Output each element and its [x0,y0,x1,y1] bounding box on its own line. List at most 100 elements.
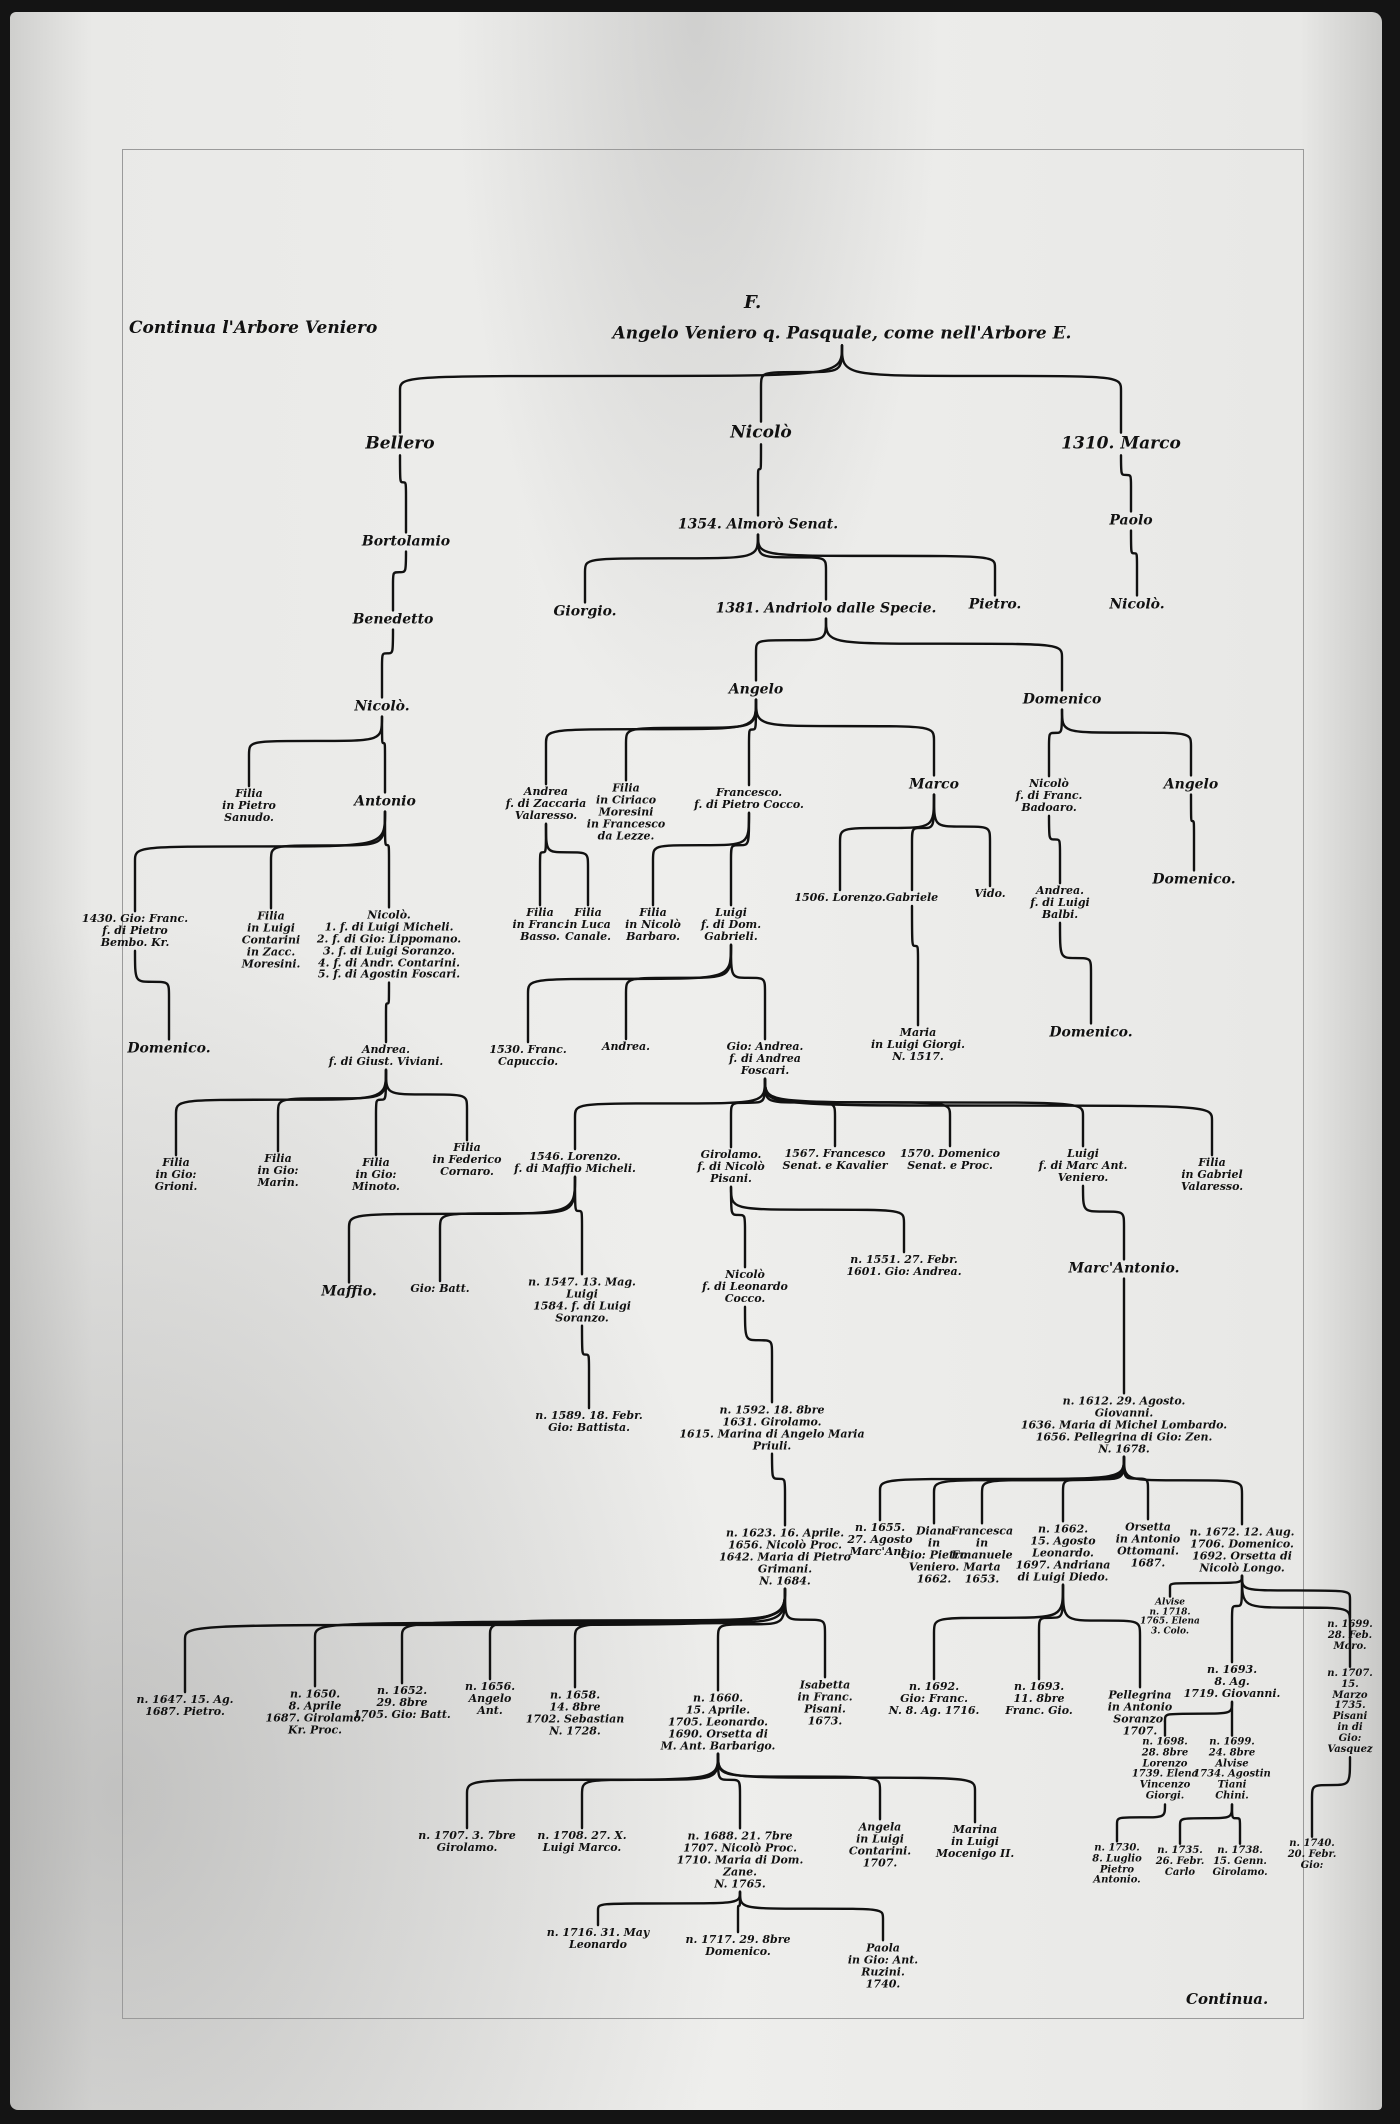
tree-node: 1570. Domenico Senat. e Proc. [900,1147,1000,1172]
tree-connector-line [391,550,408,612]
tree-node: Bortolamio [361,533,451,550]
tree-node: Andrea. [602,1040,650,1054]
tree-connector-line [759,344,844,423]
tree-node: n. 1738. 15. Genn. Girolamo. [1212,1844,1268,1878]
tree-node: Bellero [365,433,435,454]
tree-node: Vido. [974,887,1006,901]
tree-connector-line [400,1587,787,1685]
tree-node: Domenico [1022,691,1102,708]
tree-node-annotation: Alvise n. 1718. 1765. Elena 3. Colo. [1140,1597,1200,1637]
tree-node: n. 1672. 12. Aug. 1706. Domenico. 1692. … [1189,1525,1295,1574]
tree-node: Domenico. [1152,871,1236,888]
tree-connector-line [1119,454,1133,513]
tree-connector-line [573,1077,767,1151]
tree-node: Marc'Antonio. [1068,1260,1180,1277]
tree-node: Filia in Luca Canale. [564,906,612,943]
tree-node: Pellegrina in Antonio Soranzo. 1707. [1107,1688,1173,1737]
tree-node: Gabriele [885,891,939,905]
tree-node: Angelo [728,681,784,698]
tree-connector-line [716,1587,787,1692]
tree-node: Filia in Gio: Minoto. [352,1156,400,1193]
tree-connector-line [729,1185,747,1269]
tree-node: Nicolò. [354,698,410,715]
tree-node: Antonio [354,793,416,810]
tree-connector-line [133,810,387,913]
tree-node: Filia in Gio: Marin. [257,1152,299,1189]
tree-connector-line [1129,529,1139,597]
continue-note: Continua. [1186,1990,1269,2008]
tree-connector-line [1122,1455,1244,1526]
tree-node: Marco [909,776,959,793]
tree-connector-line [729,943,767,1041]
tree-node: Isabetta in Franc. Pisani. 1673. [797,1678,853,1727]
tree-node: Maffio. [321,1283,377,1300]
tree-connector-line [743,1305,774,1404]
tree-connector-line [383,810,391,909]
tree-connector-line [932,1583,1065,1681]
tree-node: Filia in Ciriaco Moresini in Francesco d… [586,781,666,842]
sheet-letter: F. [744,292,762,313]
tree-connector-line [1115,1803,1167,1843]
tree-connector-line [133,949,171,1041]
tree-node: Nicolò. 1. f. di Luigi Micheli. 2. f. di… [316,908,462,981]
tree-node: 1310. Marco [1061,433,1181,454]
tree-node: n. 1656. Angelo Ant. [464,1680,516,1717]
tree-node: Domenico. [1049,1024,1133,1041]
ruled-frame [122,149,1304,2019]
tree-node: Filia in Nicolò Barbaro. [625,906,681,943]
tree-connector-line [1310,1755,1352,1838]
tree-connector-line [573,1587,787,1689]
tree-node: n. 1698. 28. 8bre Lorenzo 1739. Elena Vi… [1131,1736,1199,1802]
tree-connector-line [398,454,408,534]
tree-node: Nicolò f. di Leonardo Cocco. [702,1268,788,1305]
tree-node: 1430. Gio: Franc. f. di Pietro Bembo. Kr… [81,912,189,949]
tree-node: n. 1708. 27. X. Luigi Marco. [537,1829,627,1854]
tree-node: Francesca in Emanuele Marta 1653. [950,1524,1014,1585]
tree-node: n. 1693. 8. Ag. 1719. Giovanni. [1183,1663,1281,1700]
tree-connector-line [1189,793,1196,872]
tree-connector-line [269,810,387,910]
tree-node-root: Angelo Veniero q. Pasquale, come nell'Ar… [612,323,1072,344]
tree-connector-line [1047,814,1062,885]
tree-node: n. 1592. 18. 8bre 1631. Girolamo. 1615. … [679,1403,865,1452]
tree-node: Pietro. [968,596,1022,613]
tree-connector-line [1061,1583,1142,1689]
manuscript-page [10,12,1382,2110]
tree-connector-line [580,1752,720,1830]
tree-connector-line [1168,1574,1244,1598]
tree-node: 1530. Franc. Capuccio. [489,1043,567,1068]
tree-node: Angelo [1163,776,1219,793]
tree-connector-line [729,1077,767,1149]
tree-node: Filia in Franc. Basso. [512,906,568,943]
tree-connector-line [716,1752,882,1821]
tree-connector-line [580,1324,591,1410]
tree-node: Domenico. [127,1040,211,1057]
tree-node: Nicolò. [1109,596,1165,613]
tree-connector-line [544,822,590,907]
tree-node: Diana in Gio: Pietro Veniero. 1662. [900,1524,968,1585]
tree-connector-line [838,793,936,892]
tree-connector-line [783,1587,827,1679]
tree-connector-line [1047,708,1064,778]
tree-connector-line [544,698,758,786]
tree-connector-line [756,533,997,597]
tree-node: Girolamo. f. di Nicolò Pisani. [697,1148,765,1185]
tree-node: Gio: Batt. [410,1282,470,1296]
tree-node: n. 1655. 27. Agosto Marc'Ant. [847,1521,913,1558]
tree-connector-line [247,715,384,788]
tree-connector-line [1060,708,1193,777]
tree-connector-line [313,1587,787,1688]
tree-connector-line [910,793,936,892]
tree-node: Andrea. f. di Giust. Viviani. [328,1043,444,1068]
tree-node: n. 1699. 24. 8bre Alvise 1734. Agostin T… [1193,1736,1271,1802]
tree-connector-line [770,1452,787,1527]
tree-connector-line [840,344,1123,434]
tree-node: 1354. Almorò Senat. [677,516,839,533]
tree-node: n. 1551. 27. Febr. 1601. Gio: Andrea. [846,1253,962,1278]
tree-connector-line [763,1077,952,1148]
tree-node: n. 1730. 8. Luglio Pietro Antonio. [1092,1842,1142,1886]
tree-connector-line [1240,1574,1352,1619]
tree-connector-line [380,628,395,699]
tree-connector-line [651,811,751,907]
